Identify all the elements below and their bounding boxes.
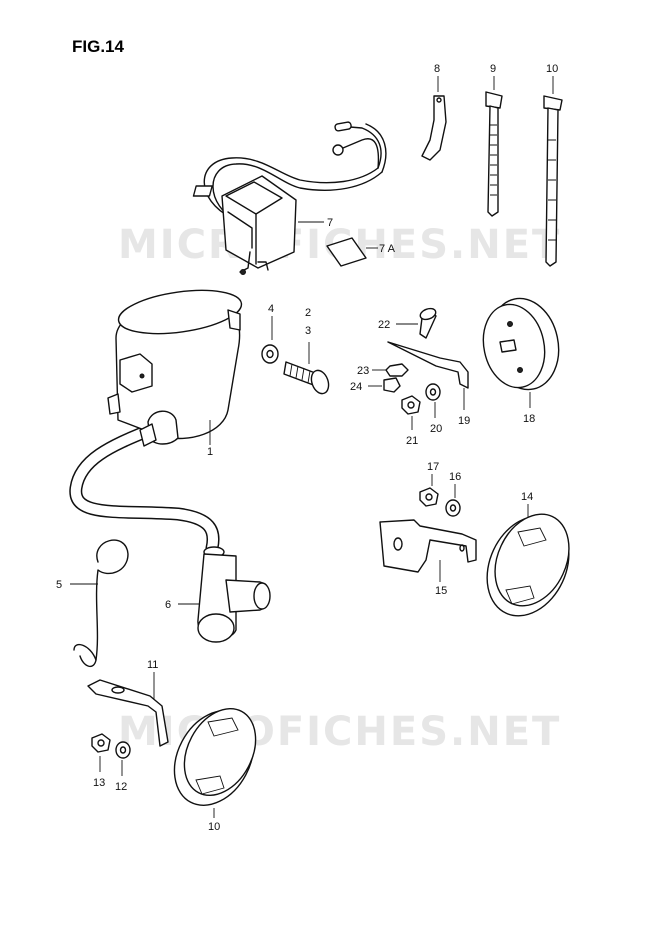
part-16-bracket (379, 519, 477, 573)
callout-18: 17 (427, 461, 439, 473)
part-4-washer (261, 344, 279, 364)
part-19-reflector (482, 297, 560, 391)
callout-6: 6 (165, 599, 171, 611)
callout-22: 21 (406, 435, 418, 447)
part-6-plug-cap (197, 546, 271, 643)
callout-25: 24 (350, 381, 362, 393)
callout-17: 16 (449, 471, 461, 483)
callout-23: 22 (378, 319, 390, 331)
part-18-nut (419, 487, 439, 507)
part-7a-sticker (326, 237, 367, 267)
callout-8: 8 (434, 63, 440, 75)
figure-title: FIG.14 (72, 37, 125, 56)
part-24-nut (385, 363, 409, 377)
callout-24: 23 (357, 365, 369, 377)
part-10-cable-tie (543, 95, 563, 267)
part-14-nut (91, 733, 111, 753)
part-7-switch (192, 121, 387, 275)
callout-4: 4 (268, 303, 274, 315)
part-5-wire-spring (73, 539, 129, 667)
callout-2: 2 (305, 307, 311, 319)
callout-12: 11 (147, 659, 158, 671)
callout-7: 7 (327, 217, 333, 229)
part-11-reflector (173, 707, 257, 806)
callout-10: 10 (546, 63, 558, 75)
callout-14: 13 (93, 777, 105, 789)
callout-11: 10 (208, 821, 220, 833)
part-9-cable-tie (485, 91, 503, 217)
callout-3: 3 (305, 325, 311, 337)
callout-1: 1 (207, 446, 213, 458)
callout-7a: 7 A (379, 243, 396, 255)
callout-20: 19 (458, 415, 470, 427)
part-15-reflector (486, 513, 570, 617)
callout-15: 14 (521, 491, 533, 503)
part-17-washer (445, 499, 461, 517)
callout-21: 20 (430, 423, 442, 435)
callout-19: 18 (523, 413, 535, 425)
part-8-clamp (421, 95, 447, 161)
part-13-washer (115, 741, 131, 759)
part-21-washer (425, 383, 441, 401)
part-25-nut (383, 377, 401, 393)
part-1-ignition-coil (69, 289, 243, 555)
part-23-bolt (419, 307, 437, 339)
callout-16: 15 (435, 585, 447, 597)
callout-13: 12 (115, 781, 127, 793)
part-12-bracket (87, 679, 169, 747)
part-2-3-bolt (283, 361, 330, 395)
part-22-nut (401, 395, 421, 415)
part-20-bracket (387, 341, 469, 389)
callout-9: 9 (490, 63, 496, 75)
callout-5: 5 (56, 579, 62, 591)
